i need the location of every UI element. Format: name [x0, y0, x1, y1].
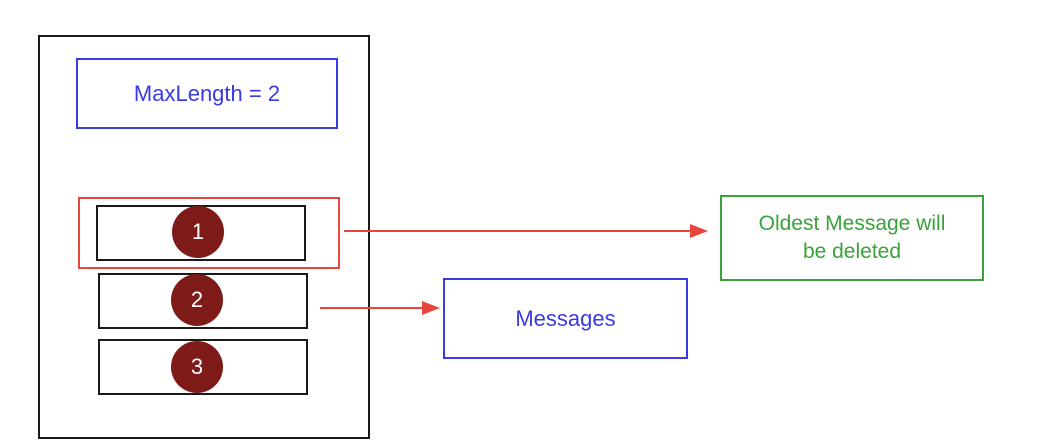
slot-number-3: 3: [190, 354, 204, 379]
queue-container: [38, 35, 370, 439]
messages-box: Messages: [443, 278, 688, 359]
slot-number-1: 1: [191, 219, 205, 244]
slot-number-badge-3: 3: [171, 341, 223, 393]
oldest-note-line-1: Oldest Message will: [758, 212, 946, 235]
max-length-label: MaxLength = 2: [133, 80, 281, 106]
slot-number-2: 2: [190, 287, 204, 312]
oldest-message-highlight: [78, 197, 340, 269]
max-length-box: MaxLength = 2: [76, 58, 338, 129]
slot-number-badge-1: 1: [172, 206, 224, 258]
slot-number-badge-2: 2: [171, 274, 223, 326]
arrow-to-messages: [320, 301, 440, 315]
oldest-message-note: Oldest Message will be deleted: [720, 195, 984, 281]
messages-label: Messages: [515, 305, 616, 331]
arrow-to-oldest-note: [344, 224, 708, 238]
oldest-note-line-2: be deleted: [802, 240, 902, 263]
